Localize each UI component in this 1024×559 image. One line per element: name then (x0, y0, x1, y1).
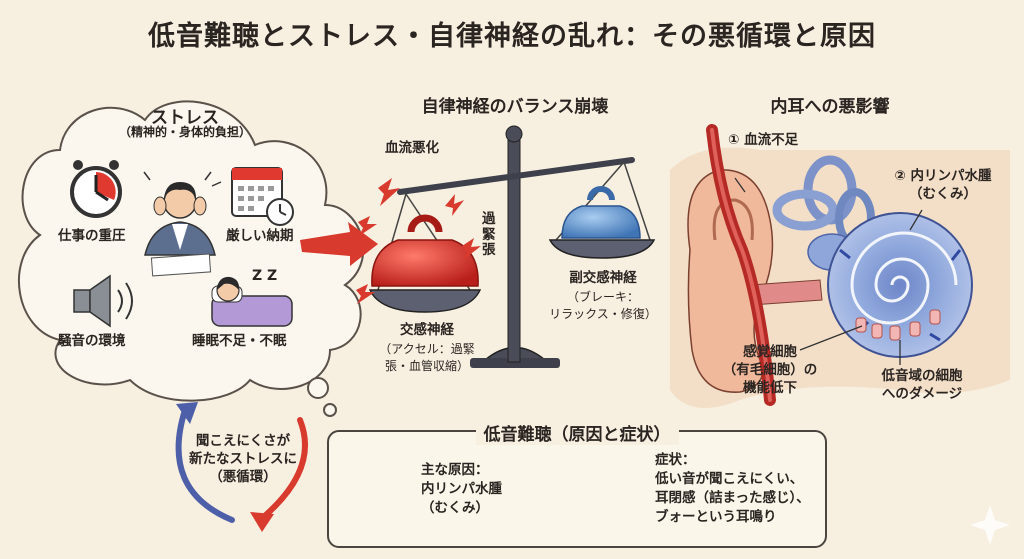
sensory-cell-label-3: 機能低下 (743, 380, 797, 396)
tension-label: 過緊張 (482, 211, 496, 259)
stress-item-deadline: 厳しい納期 (226, 228, 294, 244)
cycle-line-3: （悪循環） (209, 469, 277, 485)
parasympathetic-weight-icon (561, 186, 641, 239)
vicious-cycle-arrows (175, 402, 308, 532)
blood-shortage-label: ① 血流不足 (728, 132, 799, 148)
symptom-line-3: 耳閉感（詰まった感じ）、 (655, 490, 810, 506)
sensory-cell-label-1: 感覚細胞 (743, 344, 797, 360)
stress-item-sleep: 睡眠不足・不眠 (192, 333, 287, 349)
sympathetic-desc-1: （アクセル：過緊 (379, 342, 475, 356)
parasympathetic-desc-2: リラックス・修復） (549, 307, 657, 321)
sleeping-person-icon (211, 276, 293, 327)
cycle-line-1: 聞こえにくさが (195, 433, 291, 449)
balance-heading: 自律神経のバランス崩壊 (421, 97, 609, 117)
damage-label-1: 低音域の細胞 (881, 368, 963, 384)
page-title: 低音難聴とストレス・自律神経の乱れ：その悪循環と原因 (148, 21, 876, 52)
balance-scale (368, 125, 656, 368)
sensory-cell-label-2: （有毛細胞）の (722, 362, 818, 378)
hydrops-label-1: ② 内リンパ水腫 (894, 168, 992, 184)
sparkle-icon (970, 505, 1010, 545)
stressed-person-icon (143, 171, 222, 277)
symptom-line-4: ブォーという耳鳴り (655, 509, 777, 525)
red-arrow-icon (300, 222, 378, 266)
inner-ear-heading: 内耳への悪影響 (770, 97, 890, 117)
hydrops-label-2: （むくみ） (908, 186, 978, 202)
lightning-icon (356, 178, 481, 304)
speaker-icon (73, 274, 133, 328)
damage-label-2: へのダメージ (881, 386, 963, 402)
clock-icon (70, 160, 122, 218)
summary-heading: 低音難聴（原因と症状） (329, 420, 825, 445)
stress-item-work: 仕事の重圧 (58, 228, 126, 244)
symptom-line-1: 症状： (655, 452, 696, 468)
cycle-line-2: 新たなストレスに (189, 451, 297, 467)
stress-subtitle: （精神的・身体的負担） (118, 125, 251, 139)
symptom-line-2: 低い音が聞こえにくい、 (655, 471, 804, 487)
inner-ear-illustration (670, 124, 1010, 408)
zzz-text: Z Z (252, 268, 278, 284)
calendar-icon (231, 167, 294, 226)
cause-line-3: （むくみ） (421, 500, 490, 516)
sympathetic-title: 交感神経 (400, 322, 454, 338)
summary-box: 低音難聴（原因と症状） 主な原因： 内リンパ水腫 （むくみ） 症状： 低い音が聞… (327, 425, 827, 548)
stress-item-noise: 騒音の環境 (58, 333, 126, 349)
blood-worse-label: 血流悪化 (385, 140, 439, 156)
cause-line-2: 内リンパ水腫 (421, 481, 502, 497)
stress-heading: ストレス (151, 108, 219, 128)
parasympathetic-title: 副交感神経 (569, 270, 637, 286)
sympathetic-desc-2: 張・血管収縮） (384, 359, 469, 373)
parasympathetic-desc-1: （ブレーキ： (566, 290, 639, 304)
sympathetic-weight-icon (371, 214, 479, 287)
cause-line-1: 主な原因： (421, 462, 489, 478)
